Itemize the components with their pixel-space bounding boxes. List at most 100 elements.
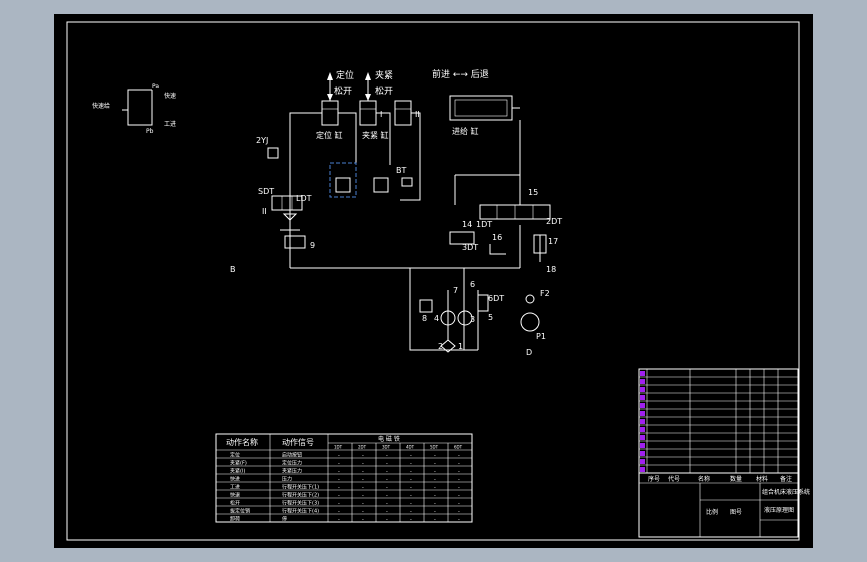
tb-label-3: 数量 xyxy=(730,475,742,483)
tb-small-1: 图号 xyxy=(730,509,742,516)
small-bottom-right: 工进 xyxy=(164,120,176,128)
label-ldt: LDT xyxy=(296,194,312,203)
table-cell: - xyxy=(410,509,412,515)
label-sdt: SDT xyxy=(258,187,274,196)
label-2yj: 2YJ xyxy=(256,136,268,145)
table-row-signal: 停 xyxy=(282,516,287,523)
table-cell: - xyxy=(434,501,436,507)
title-block-row-marker xyxy=(640,411,645,416)
table-sub-header: 5DT xyxy=(430,445,439,450)
table-row-name: 快退 xyxy=(230,492,240,499)
label-b: B xyxy=(230,265,236,274)
table-cell: - xyxy=(338,477,340,483)
table-cell: - xyxy=(338,461,340,467)
table-cell: - xyxy=(410,517,412,523)
small-pa: Pa xyxy=(152,83,159,90)
table-cell: - xyxy=(386,509,388,515)
table-cell: - xyxy=(386,485,388,491)
pressure-valves-middle: BT xyxy=(329,162,413,198)
label-17: 17 xyxy=(548,237,558,246)
label-roman-1: I xyxy=(380,110,382,119)
title-block-row-marker xyxy=(640,387,645,392)
label-3dt: 3DT xyxy=(462,243,478,252)
table-row-signal: 夹紧压力 xyxy=(282,468,302,475)
table-cell: - xyxy=(410,469,412,475)
table-row-signal: 行程开关压下(1) xyxy=(282,484,319,491)
small-top-right: 快速 xyxy=(164,92,176,100)
table-row-signal: 行程开关压下(2) xyxy=(282,492,319,499)
table-cell: - xyxy=(410,493,412,499)
drawing-sheet xyxy=(54,14,813,548)
label-5: 5 xyxy=(488,313,493,322)
label-3: 3 xyxy=(470,315,475,324)
table-cell: - xyxy=(386,453,388,459)
table-row-name: 定位 xyxy=(230,452,240,459)
table-cell: - xyxy=(410,477,412,483)
label-jiajin: 夹紧 xyxy=(375,69,393,81)
label-8: 8 xyxy=(422,314,427,323)
label-1dt: 1DT xyxy=(476,220,492,229)
tb-small-0: 比例 xyxy=(706,508,718,516)
table-row-name: 夹紧(I) xyxy=(230,468,245,475)
table-row-signal: 启动按钮 xyxy=(282,452,302,459)
table-header-name: 动作名称 xyxy=(226,437,258,447)
title-block-row-marker xyxy=(640,435,645,440)
table-cell: - xyxy=(338,485,340,491)
table-cell: - xyxy=(410,461,412,467)
table-cell: - xyxy=(362,485,364,491)
label-bt: BT xyxy=(396,166,406,175)
tb-label-1: 代号 xyxy=(668,475,680,483)
title-block-row-marker xyxy=(640,403,645,408)
table-cell: - xyxy=(458,493,460,499)
label-16: 16 xyxy=(492,233,502,242)
title-block-row-marker xyxy=(640,459,645,464)
table-cell: - xyxy=(338,501,340,507)
title-block-row-marker xyxy=(640,451,645,456)
table-cell: - xyxy=(362,501,364,507)
table-cell: - xyxy=(338,517,340,523)
tb-label-2: 名称 xyxy=(698,475,710,483)
table-sub-header: 2DT xyxy=(358,445,367,450)
tb-label-0: 序号 xyxy=(648,475,660,483)
label-2: 2 xyxy=(438,342,443,351)
tb-drawing-name: 液压原理图 xyxy=(764,506,794,514)
label-dingwei-gang: 定位 缸 xyxy=(316,130,343,140)
table-row-signal: 行程开关压下(3) xyxy=(282,500,319,507)
table-cell: - xyxy=(458,509,460,515)
table-cell: - xyxy=(434,477,436,483)
pressure-step-diagram: 快速给 快速 工进 Pa Pb xyxy=(92,83,176,135)
title-block-row-marker xyxy=(640,395,645,400)
table-cell: - xyxy=(434,453,436,459)
small-left-label: 快速给 xyxy=(92,102,110,110)
feed-cylinder: 前进 ←→ 后退 进给 缸 xyxy=(432,68,520,136)
table-group-header: 电 磁 铁 xyxy=(378,435,400,443)
label-15: 15 xyxy=(528,188,538,197)
table-cell: - xyxy=(386,469,388,475)
table-cell: - xyxy=(386,517,388,523)
table-cell: - xyxy=(338,469,340,475)
table-cell: - xyxy=(386,477,388,483)
small-pb: Pb xyxy=(146,128,154,135)
positioning-cylinder: 定位 松开 定位 缸 xyxy=(316,69,354,140)
table-cell: - xyxy=(386,493,388,499)
title-block-row-marker xyxy=(640,419,645,424)
title-block: 序号 代号 名称 数量 材料 备注 组合机床液压系统 液压原理图 比例 图号 xyxy=(638,368,810,538)
table-row-name: 工进 xyxy=(230,484,240,491)
table-cell: - xyxy=(362,469,364,475)
table-row-name: 夹紧(F) xyxy=(230,460,247,467)
label-p1: P1 xyxy=(536,332,546,341)
label-1: 1 xyxy=(458,342,463,351)
table-sub-header: 1DT xyxy=(334,445,343,450)
title-block-row-marker xyxy=(640,443,645,448)
table-row-name: 卸荷 xyxy=(230,516,240,523)
table-cell: - xyxy=(410,453,412,459)
label-roman-2: II xyxy=(415,110,420,119)
table-cell: - xyxy=(386,501,388,507)
table-cell: - xyxy=(458,453,460,459)
table-cell: - xyxy=(434,461,436,467)
label-14: 14 xyxy=(462,220,472,229)
table-sub-header: 4DT xyxy=(406,445,415,450)
